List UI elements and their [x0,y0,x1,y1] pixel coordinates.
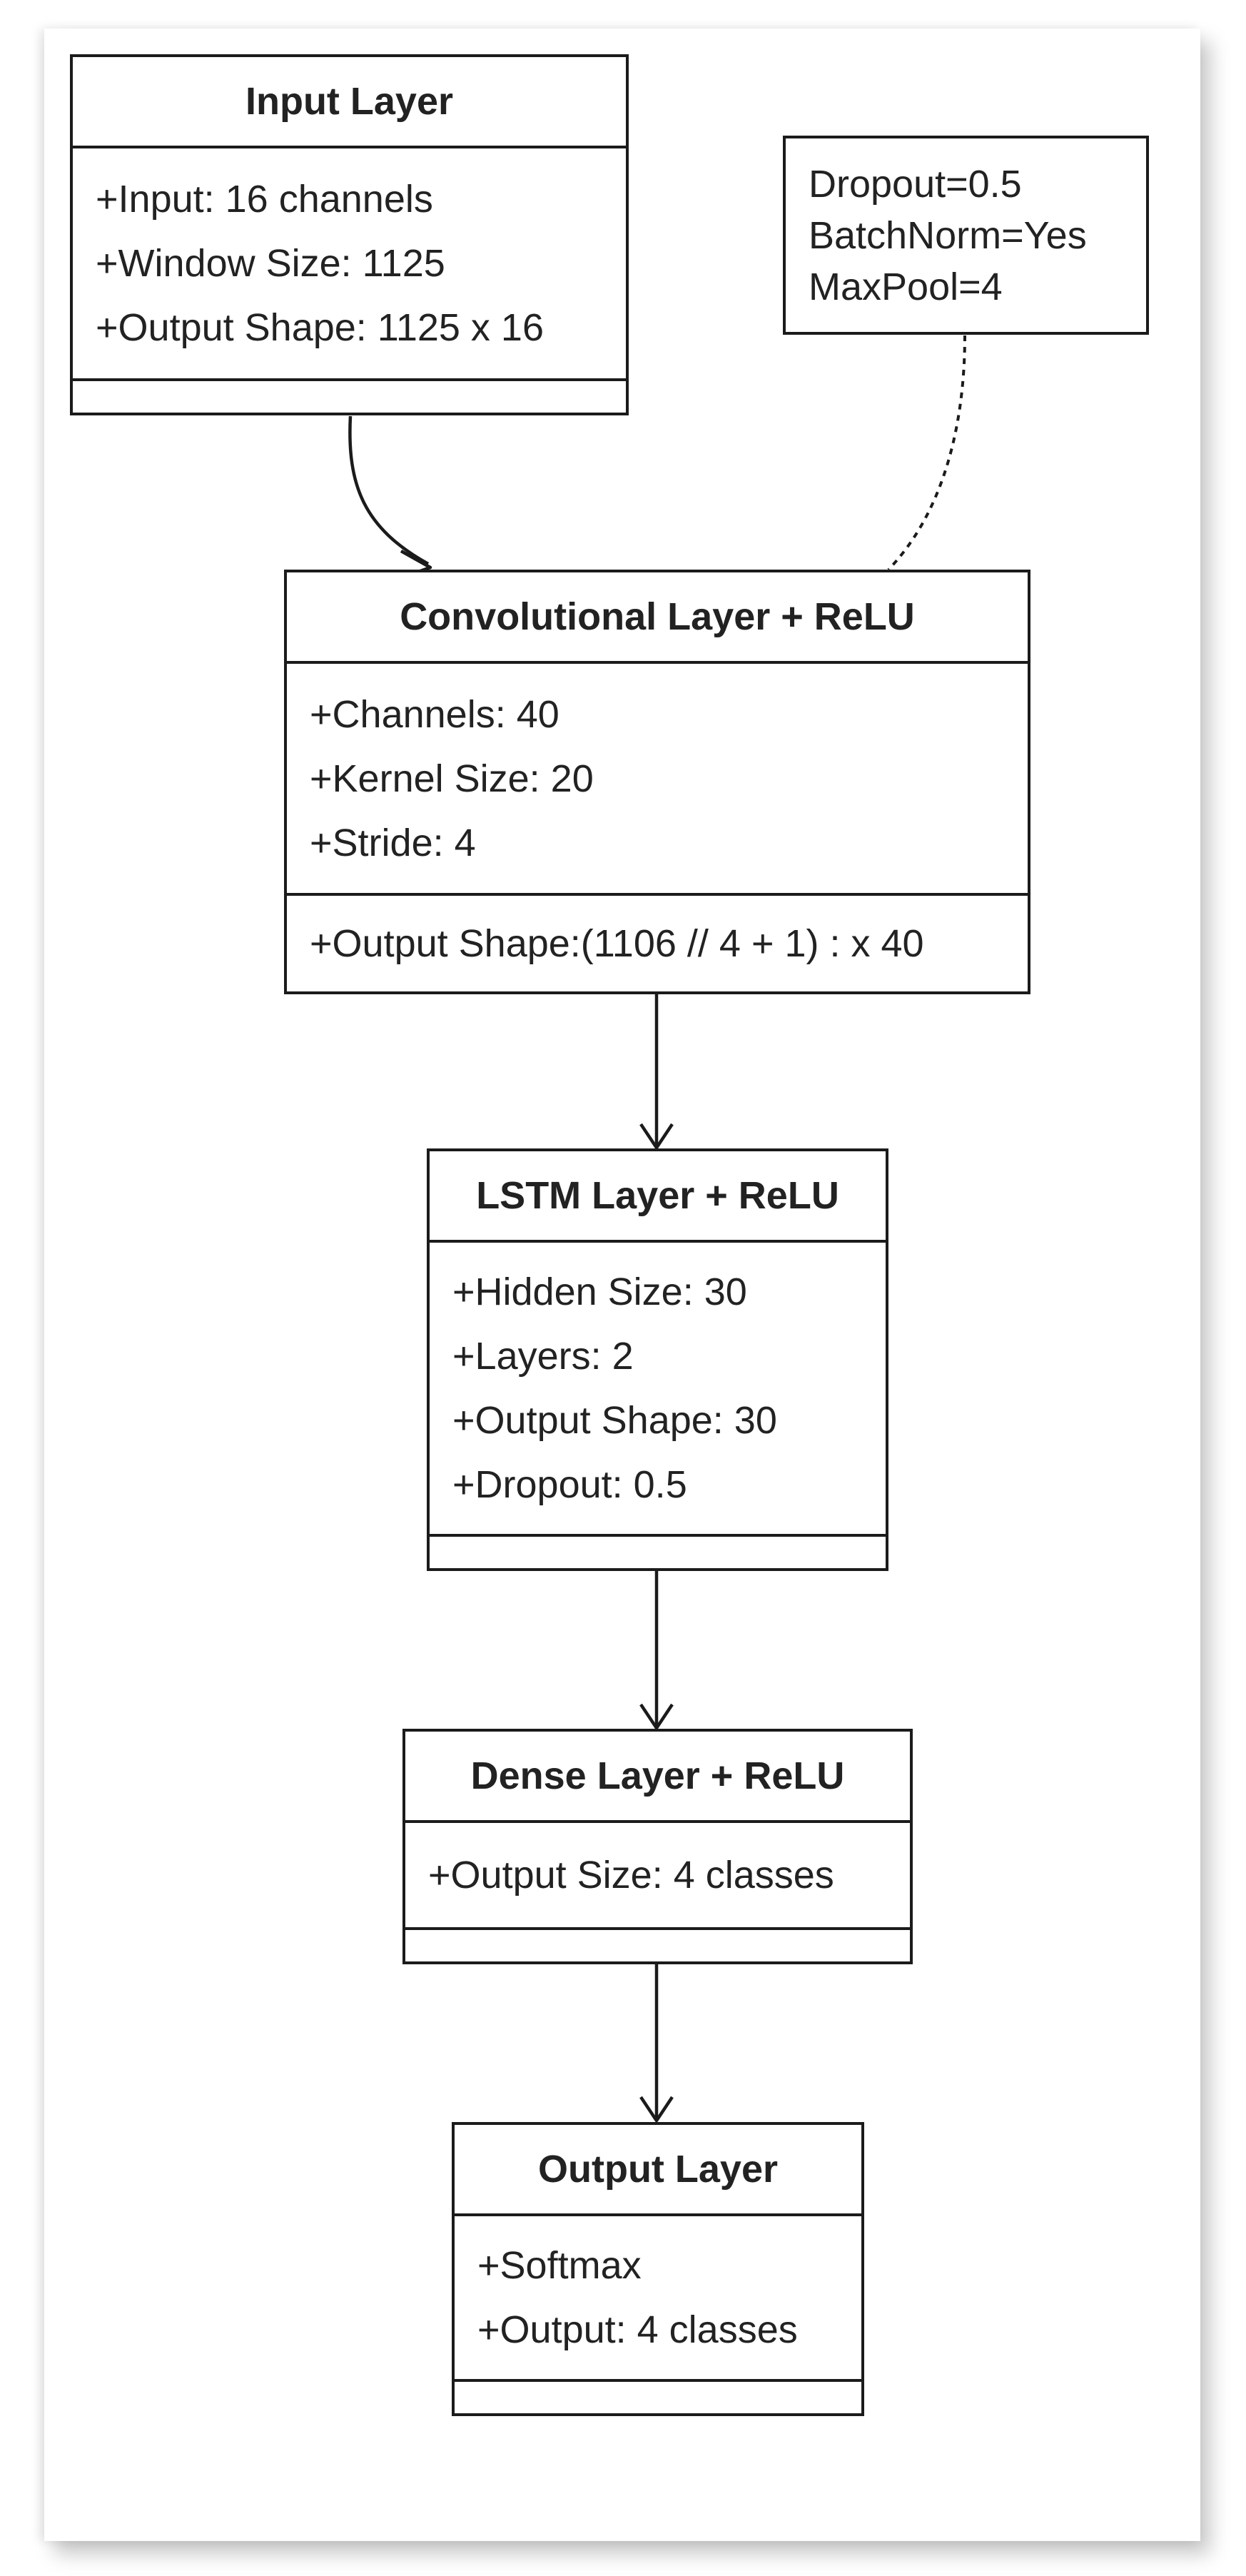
attribute-line: +Output Shape: 1125 x 16 [96,306,544,349]
note-line: MaxPool=4 [809,265,1003,308]
note-line: Dropout=0.5 [809,162,1022,206]
note-line: BatchNorm=Yes [809,213,1087,257]
node-output-layer: Output Layer +Softmax +Output: 4 classes [452,2122,864,2416]
attribute-line: +Softmax [477,2244,642,2287]
node-operations [430,1537,886,1568]
node-attributes: +Softmax +Output: 4 classes [455,2216,861,2382]
node-attributes: +Hidden Size: 30 +Layers: 2 +Output Shap… [430,1243,886,1537]
node-input-layer: Input Layer +Input: 16 channels +Window … [70,54,629,415]
node-operations: +Output Shape:(1106 // 4 + 1) : x 40 [310,922,924,965]
node-title: Convolutional Layer + ReLU [287,572,1028,664]
attribute-line: +Window Size: 1125 [96,242,445,285]
attribute-line: +Hidden Size: 30 [452,1271,747,1313]
node-dense-layer: Dense Layer + ReLU +Output Size: 4 class… [402,1729,913,1964]
attribute-line: +Stride: 4 [310,821,476,864]
node-operations [73,381,626,413]
attribute-line: +Output: 4 classes [477,2308,798,2351]
attribute-line: +Kernel Size: 20 [310,757,594,800]
node-operations [455,2382,861,2413]
node-title: Input Layer [73,57,626,148]
attribute-line: +Input: 16 channels [96,178,433,221]
annotation-note: Dropout=0.5 BatchNorm=Yes MaxPool=4 [783,136,1149,335]
attribute-line: +Output Size: 4 classes [428,1854,834,1896]
node-attributes: +Input: 16 channels +Window Size: 1125 +… [73,148,626,381]
attribute-line: +Output Shape: 30 [452,1399,777,1442]
node-operations [405,1930,910,1961]
edge-note-to-conv [887,335,966,571]
edge-conv-to-lstm-head [639,1123,674,1150]
attribute-line: +Dropout: 0.5 [452,1463,687,1506]
node-attributes: +Output Size: 4 classes [405,1823,910,1930]
attribute-line: +Layers: 2 [452,1335,634,1378]
node-title: Dense Layer + ReLU [405,1732,910,1823]
node-convolutional-layer: Convolutional Layer + ReLU +Channels: 40… [284,570,1030,994]
node-title: Output Layer [455,2125,861,2216]
edge-input-to-conv [348,415,430,565]
attribute-line: +Channels: 40 [310,692,559,736]
edge-lstm-to-dense-head [639,1703,674,1730]
node-attributes: +Channels: 40 +Kernel Size: 20 +Stride: … [287,664,1028,896]
node-lstm-layer: LSTM Layer + ReLU +Hidden Size: 30 +Laye… [427,1148,888,1571]
node-title: LSTM Layer + ReLU [430,1151,886,1243]
edge-dense-to-output-head [639,2096,674,2123]
